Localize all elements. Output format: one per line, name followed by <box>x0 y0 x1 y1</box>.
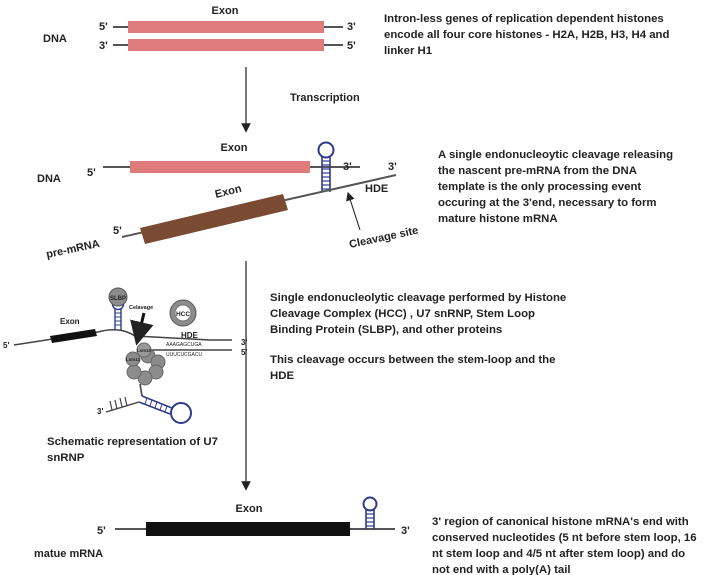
panel3-5prime: 5' <box>3 341 9 350</box>
panel2-description: A single endonucleoytic cleavage releasi… <box>438 149 674 225</box>
panel1-exon-label: Exon <box>212 5 239 17</box>
panel4-5prime: 5' <box>97 525 106 537</box>
panel2-exon-rna-label: Exon <box>214 183 243 201</box>
slbp-label: SLBP <box>110 296 126 302</box>
panel1-top-exon <box>128 21 324 33</box>
panel2-3prime-rna: 3' <box>388 161 397 173</box>
panel4-mature-mrna-label: matue mRNA <box>34 548 103 560</box>
panel2-hde-label: HDE <box>365 183 388 195</box>
seq-bottom: UUUCUCGACU <box>166 352 203 358</box>
panel4-stem-loop <box>362 496 378 529</box>
u7-strand-down <box>139 383 143 397</box>
cleavage-arrow <box>130 312 154 346</box>
panel4-exon-label: Exon <box>236 503 263 515</box>
panel2-cleavage-site-label: Cleavage site <box>348 225 419 251</box>
panel1-3prime-bottom: 3' <box>99 40 108 52</box>
cleavage-label: Celavage <box>129 305 153 311</box>
panel3-exon-box <box>50 329 97 343</box>
panel1-bottom-exon <box>128 39 324 51</box>
panel3-5prime-right: 5' <box>241 348 247 357</box>
transcription-label: Transcription <box>290 92 360 104</box>
u7-stem-loop <box>138 395 192 424</box>
lsm11-label: Lsm11 <box>126 357 141 362</box>
slbp-protein <box>108 287 128 307</box>
panel3-description-2: This cleavage occurs between the stem-lo… <box>270 354 556 382</box>
panel4-exon-box <box>146 522 350 536</box>
panel2-3prime-dna: 3' <box>343 161 352 173</box>
panel3-3prime-right: 3' <box>241 338 247 347</box>
panel3-schematic-label: Schematic representation of U7 snRNP <box>47 436 218 464</box>
panel1-3prime-top: 3' <box>347 21 356 33</box>
panel4-description: 3' region of canonical histone mRNA's en… <box>432 516 697 575</box>
lsm10-label: Lsm10 <box>137 348 152 353</box>
panel1-dna-label: DNA <box>43 33 67 45</box>
panel1-5prime-bottom: 5' <box>347 40 356 52</box>
panel3-3prime-u7: 3' <box>97 407 103 416</box>
panel3-exon-label: Exon <box>60 317 80 326</box>
panel2-dna-exon <box>130 161 310 173</box>
panel1-5prime-top: 5' <box>99 21 108 33</box>
panel2-exon-dna-label: Exon <box>221 142 248 154</box>
panel2-5prime-dna: 5' <box>87 167 96 179</box>
u7-3prime-tail <box>105 401 140 413</box>
u7-snrnp-sm-ring <box>125 342 166 386</box>
panel2-dna-label: DNA <box>37 173 61 185</box>
panel1-description: Intron-less genes of replication depende… <box>384 13 670 57</box>
panel2-5prime-rna: 5' <box>113 225 122 237</box>
panel2-pre-mrna-label: pre-mRNA <box>45 238 101 261</box>
panel3-description-1: Single endonucleolytic cleavage performe… <box>270 292 567 336</box>
panel2-pre-mrna-exon <box>140 194 288 244</box>
panel2-stem-loop <box>317 141 335 192</box>
hcc-inner <box>174 304 192 322</box>
u7-sm-site-ticks <box>109 396 128 411</box>
panel4-3prime: 3' <box>401 525 410 537</box>
panel3-hde-label: HDE <box>181 331 199 340</box>
cleavage-site-arrow <box>346 191 361 231</box>
hcc-label: HCC <box>176 311 190 318</box>
seq-top: AAAGAGCUGA <box>166 342 202 348</box>
panel3-rna-top-strand <box>97 328 232 341</box>
